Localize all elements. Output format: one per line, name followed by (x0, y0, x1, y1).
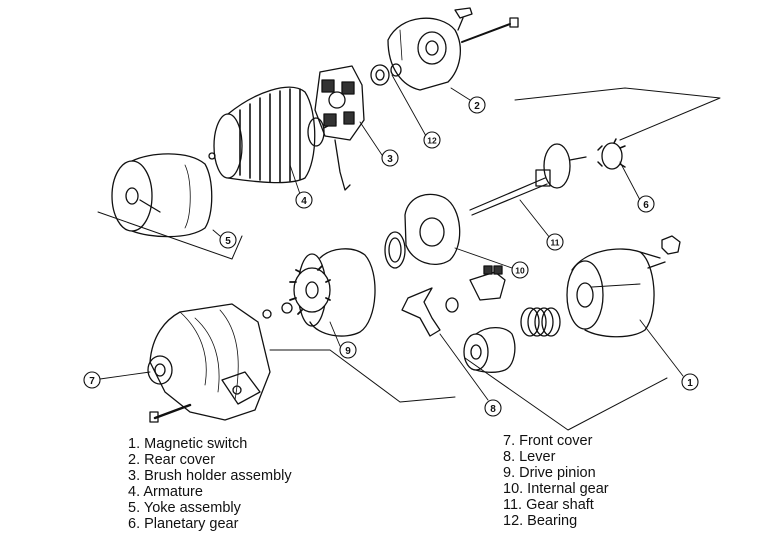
callout-4: 4 (295, 191, 313, 209)
callout-12-label: 12 (427, 136, 437, 146)
legend-item: 6. Planetary gear (128, 516, 239, 532)
legend-item: 2. Rear cover (128, 452, 216, 468)
legend-item: 7. Front cover (503, 433, 593, 449)
callout-8-label: 8 (490, 404, 496, 415)
legend-item: 3. Brush holder assembly (128, 468, 292, 484)
callout-2: 2 (468, 96, 486, 114)
callout-3: 3 (381, 149, 399, 167)
front-cover (147, 303, 271, 423)
callout-10-label: 10 (515, 266, 525, 276)
planetary-gear (597, 138, 626, 170)
callout-leaders (99, 74, 684, 401)
callout-1: 1 (681, 373, 699, 391)
plunger-and-spring (463, 307, 561, 373)
callout-6: 6 (637, 195, 655, 213)
rear-cover (387, 7, 519, 91)
armature (208, 86, 337, 184)
legend-item: 1. Magnetic switch (128, 436, 248, 452)
callout-11-label: 11 (551, 238, 560, 248)
drive-pinion (262, 248, 376, 337)
callout-12: 12 (423, 131, 441, 149)
callout-5: 5 (219, 231, 237, 249)
callout-8: 8 (484, 399, 502, 417)
callout-2-label: 2 (474, 101, 480, 112)
lever (401, 265, 506, 337)
legend-item: 5. Yoke assembly (128, 500, 241, 516)
legend-item: 9. Drive pinion (503, 465, 596, 481)
legend-item: 4. Armature (128, 484, 203, 500)
callout-9-label: 9 (345, 346, 351, 357)
magnetic-switch (566, 235, 681, 338)
callout-markers: 1 2 3 4 5 6 7 8 9 10 11 12 (83, 96, 699, 417)
callout-9: 9 (339, 341, 357, 359)
brush-holder-assembly (314, 65, 365, 191)
bearing (370, 63, 402, 86)
legend-item: 8. Lever (503, 449, 556, 465)
callout-11: 11 (546, 233, 564, 251)
internal-gear (384, 193, 461, 269)
assembly-guide-lines (97, 87, 721, 431)
gear-shaft (469, 143, 587, 216)
callout-3-label: 3 (387, 154, 393, 165)
yoke-assembly (111, 153, 213, 238)
callout-4-label: 4 (301, 196, 307, 207)
callout-10: 10 (511, 261, 529, 279)
legend-item: 12. Bearing (503, 513, 578, 529)
callout-7-label: 7 (89, 376, 95, 387)
callout-7: 7 (83, 371, 101, 389)
parts-legend-left: 1. Magnetic switch 2. Rear cover 3. Brus… (128, 436, 292, 532)
callout-1-label: 1 (687, 378, 693, 389)
callout-5-label: 5 (225, 236, 231, 247)
parts-legend-right: 7. Front cover 8. Lever 9. Drive pinion … (503, 433, 609, 529)
callout-6-label: 6 (643, 200, 649, 211)
legend-item: 11. Gear shaft (503, 497, 594, 513)
legend-item: 10. Internal gear (503, 481, 609, 497)
